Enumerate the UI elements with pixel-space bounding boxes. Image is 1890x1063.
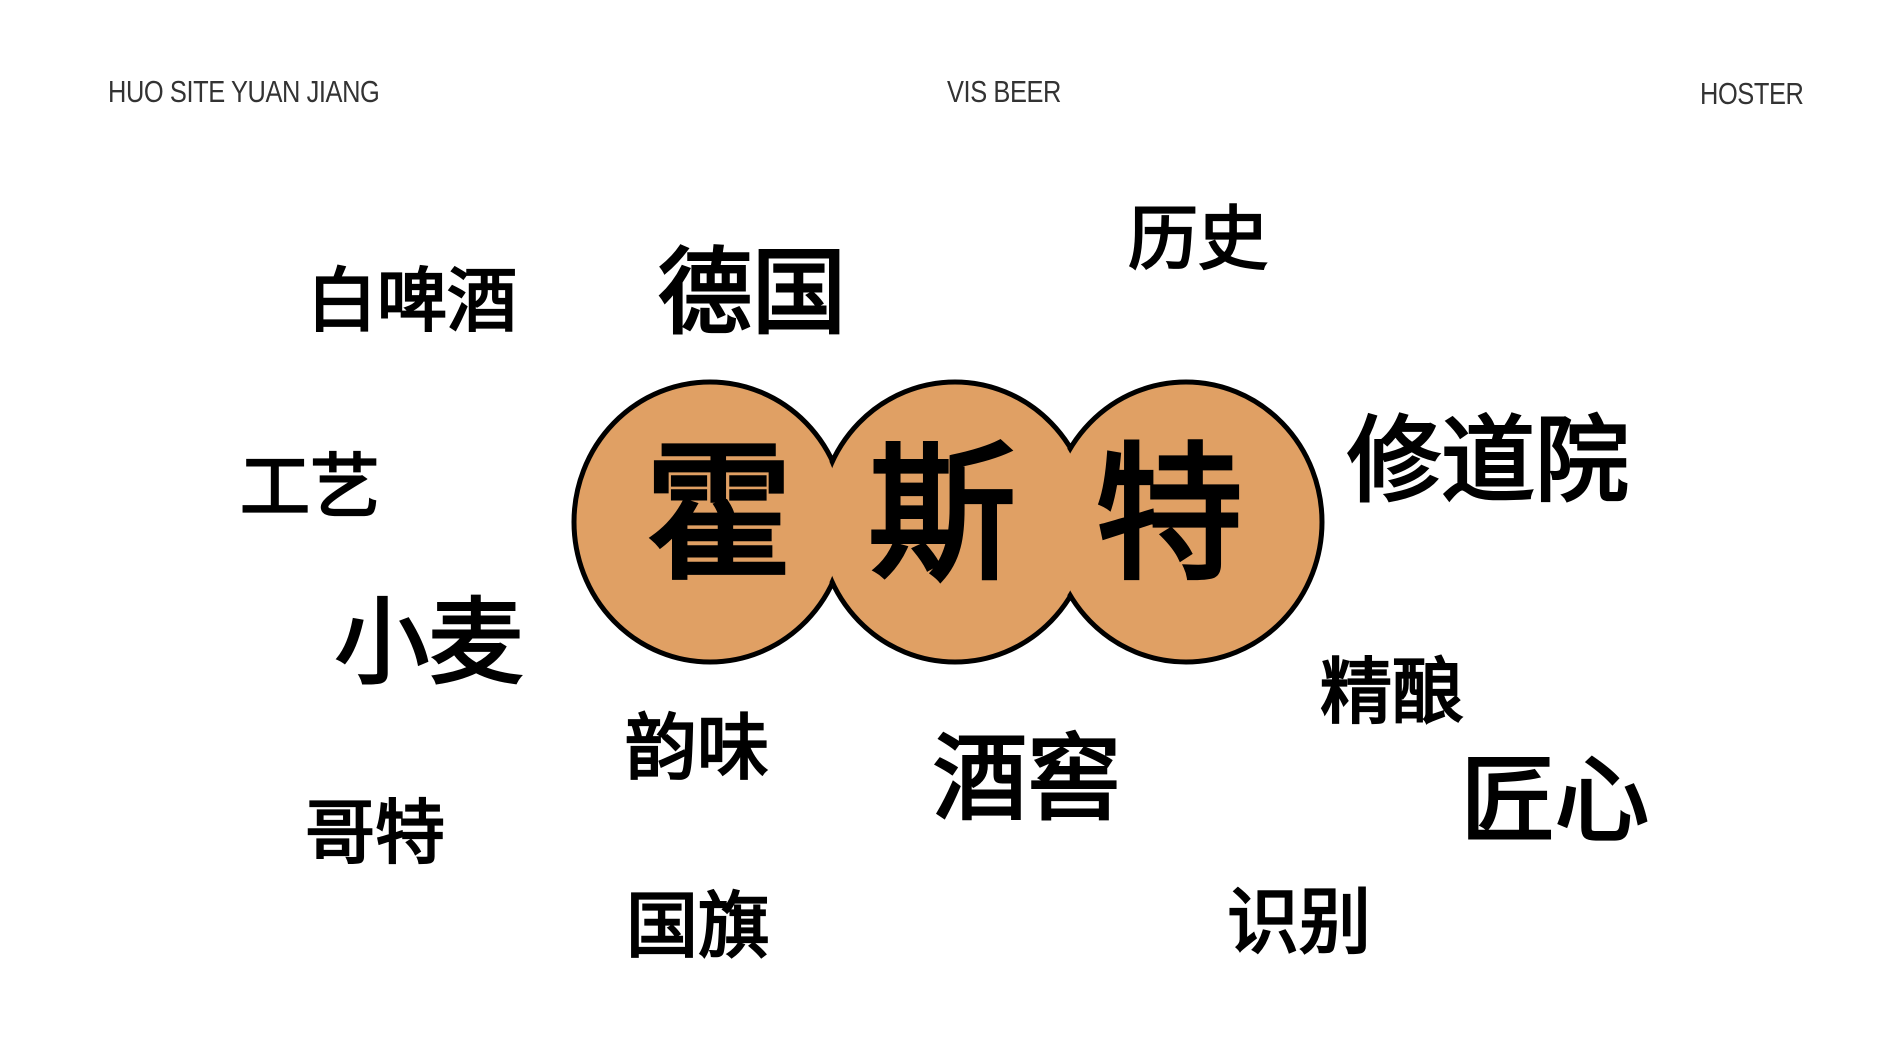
logo-char-si: 斯 bbox=[868, 427, 1016, 601]
keyword-guoqi: 国旗 bbox=[626, 883, 771, 968]
keyword-xiaomai: 小麦 bbox=[335, 588, 524, 698]
logo-char-huo: 霍 bbox=[645, 427, 793, 601]
keyword-gongyi: 工艺 bbox=[240, 445, 380, 528]
keyword-deguo: 德国 bbox=[658, 238, 847, 348]
keyword-lishi: 历史 bbox=[1128, 197, 1268, 280]
keyword-xiudaoyuan: 修道院 bbox=[1347, 406, 1630, 516]
keyword-jingniang: 精酿 bbox=[1320, 649, 1465, 734]
keyword-gete: 哥特 bbox=[305, 791, 445, 874]
keyword-shibie: 识别 bbox=[1227, 879, 1372, 964]
brand-logo-circles bbox=[571, 379, 1325, 665]
keyword-yunwei: 韵味 bbox=[625, 705, 770, 790]
keyword-jiangxin: 匠心 bbox=[1461, 746, 1650, 856]
header-left-text: HUO SITE YUAN JIANG bbox=[108, 74, 380, 109]
logo-char-te: 特 bbox=[1095, 427, 1243, 601]
header-center-text: VIS BEER bbox=[947, 74, 1061, 109]
keyword-baipijiu: 白啤酒 bbox=[307, 259, 517, 342]
keyword-jiujiao: 酒窖 bbox=[933, 724, 1122, 834]
header-right-text: HOSTER bbox=[1700, 76, 1804, 111]
